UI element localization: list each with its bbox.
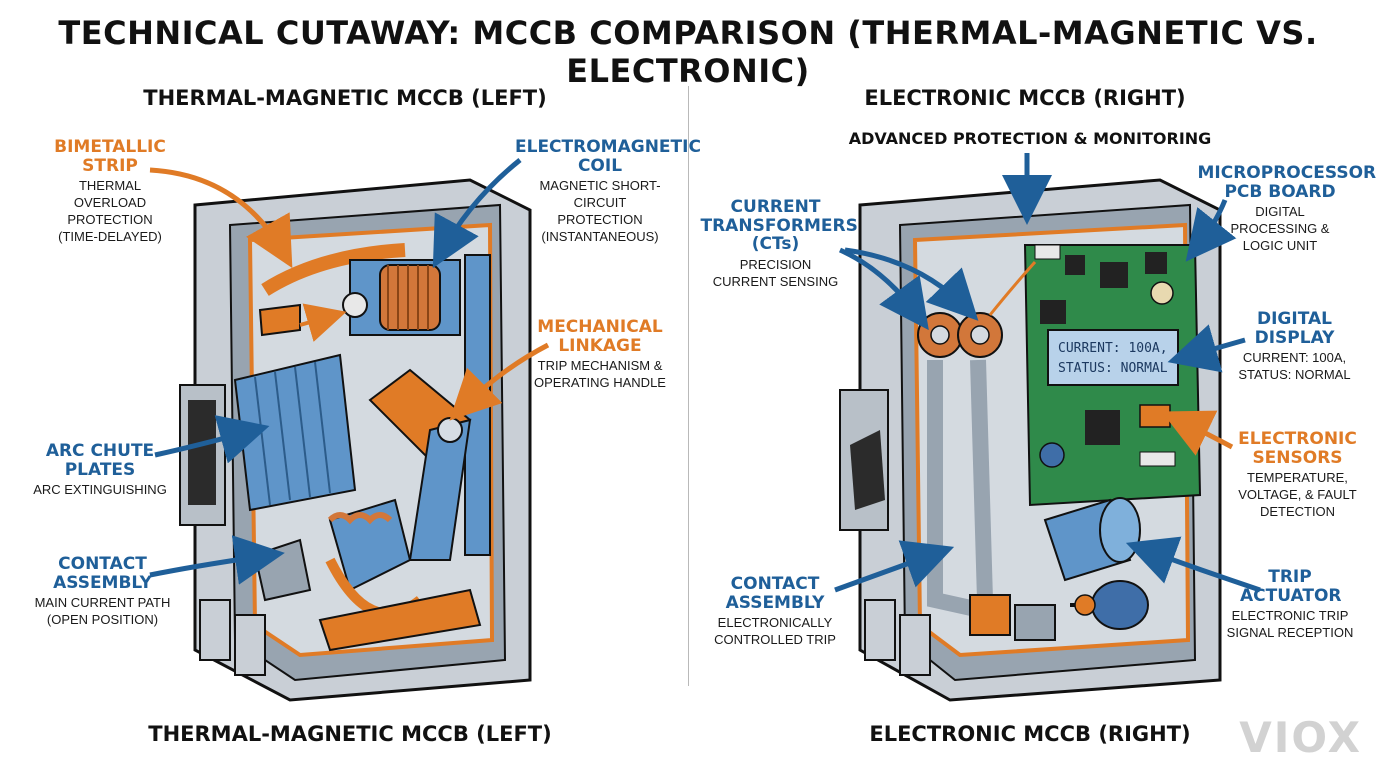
page-title: TECHNICAL CUTAWAY: MCCB COMPARISON (THER… xyxy=(58,14,1318,90)
panel-divider xyxy=(688,86,689,686)
right-contact-assembly xyxy=(969,594,1056,641)
label-electromagnetic-coil: ELECTROMAGNETIC COIL MAGNETIC SHORT-CIRC… xyxy=(515,137,701,245)
label-trip-actuator: TRIP ACTUATOR ELECTRONIC TRIP SIGNAL REC… xyxy=(1226,567,1354,641)
label-right-contact-assembly: CONTACT ASSEMBLY ELECTRONICALLY CONTROLL… xyxy=(714,574,836,648)
left-heading-bottom: THERMAL-MAGNETIC MCCB (LEFT) xyxy=(148,722,552,746)
label-advanced-protection: ADVANCED PROTECTION & MONITORING xyxy=(848,129,1212,148)
trip-actuator xyxy=(1043,497,1149,630)
label-mechanical-linkage: MECHANICAL LINKAGE TRIP MECHANISM & OPER… xyxy=(534,317,666,391)
right-heading-top: ELECTRONIC MCCB (RIGHT) xyxy=(864,86,1186,110)
label-digital-display: DIGITAL DISPLAY CURRENT: 100A, STATUS: N… xyxy=(1238,309,1351,383)
label-current-transformers: CURRENT TRANSFORMERS (CTs) PRECISION CUR… xyxy=(700,197,858,289)
bimetallic-strip xyxy=(261,243,406,296)
label-arc-chute-plates: ARC CHUTE PLATES ARC EXTINGUISHING xyxy=(33,441,167,498)
left-heading-top: THERMAL-MAGNETIC MCCB (LEFT) xyxy=(143,86,547,110)
label-bimetallic-strip: BIMETALLIC STRIP THERMAL OVERLOAD PROTEC… xyxy=(54,137,166,245)
label-electronic-sensors: ELECTRONIC SENSORS TEMPERATURE, VOLTAGE,… xyxy=(1238,429,1357,520)
lcd-line-2: STATUS: NORMAL xyxy=(1058,361,1168,376)
mechanical-linkage xyxy=(325,368,472,619)
viox-watermark: VIOX xyxy=(1239,713,1362,762)
label-microprocessor-pcb: MICROPROCESSOR PCB BOARD DIGITAL PROCESS… xyxy=(1197,163,1376,254)
right-heading-bottom: ELECTRONIC MCCB (RIGHT) xyxy=(869,722,1191,746)
current-transformers xyxy=(917,312,1003,358)
arc-chute-plates xyxy=(233,353,357,512)
lcd-line-1: CURRENT: 100A, xyxy=(1058,341,1168,356)
lcd-display: CURRENT: 100A, STATUS: NORMAL xyxy=(1047,329,1179,386)
label-left-contact-assembly: CONTACT ASSEMBLY MAIN CURRENT PATH (OPEN… xyxy=(34,554,171,628)
